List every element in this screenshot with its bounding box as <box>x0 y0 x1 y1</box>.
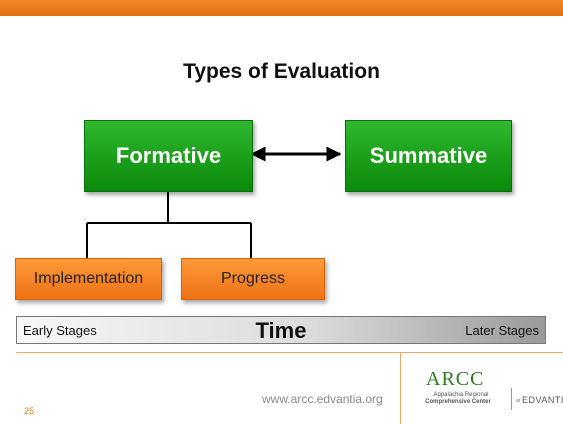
timeline-bar: Early Stages Time Later Stages <box>16 316 546 344</box>
summative-box: Summative <box>345 120 512 192</box>
logo-edvantia: EDVANTIA <box>522 395 563 405</box>
summative-label: Summative <box>369 143 488 168</box>
formative-box: Formative <box>84 120 253 192</box>
formative-label: Formative <box>115 143 222 168</box>
slide-number: 25 <box>24 406 35 416</box>
footer-divider-vertical <box>400 352 401 424</box>
timeline-end-label: Later Stages <box>465 323 539 338</box>
logo-line1: Appalachia Regional <box>433 392 489 398</box>
implementation-box: Implementation <box>15 258 162 300</box>
timeline-start-label: Early Stages <box>23 323 97 338</box>
logo-at: at <box>516 398 521 404</box>
footer-divider-horizontal <box>16 352 563 353</box>
header-accent-bar <box>0 0 563 16</box>
implementation-label: Implementation <box>33 270 144 287</box>
logo-arcc-text: ARCC <box>426 368 485 390</box>
logo-line2: Comprehensive Center <box>425 399 491 405</box>
arcc-logo: ARCC Appalachia Regional Comprehensive C… <box>408 368 563 418</box>
progress-box: Progress <box>181 258 325 300</box>
slide-title: Types of Evaluation <box>183 60 380 83</box>
logo-separator <box>511 388 512 410</box>
timeline-center-label: Time <box>255 318 307 343</box>
footer-url: www.arcc.edvantia.org <box>262 392 383 406</box>
progress-label: Progress <box>220 270 286 287</box>
